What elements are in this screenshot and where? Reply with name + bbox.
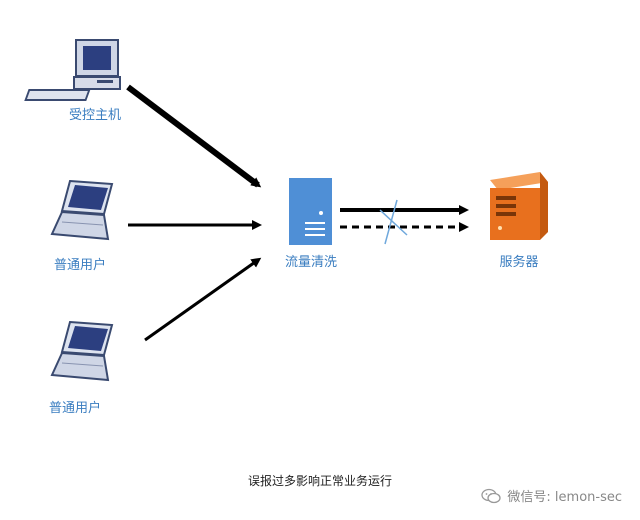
blue-server-icon	[289, 178, 332, 245]
server-label: 服务器	[499, 255, 539, 270]
diagram-caption: 误报过多影响正常业务运行	[247, 474, 393, 488]
normal-user-label-1: 普通用户	[53, 258, 107, 273]
blocked-cross-icon	[379, 199, 408, 245]
orange-server-icon	[490, 172, 548, 240]
desktop-computer-icon	[24, 39, 121, 101]
laptop-icon	[50, 320, 114, 382]
controlled-host-label: 受控主机	[68, 108, 122, 123]
laptop-icon	[50, 179, 114, 241]
user-traffic-arrow-2	[144, 257, 262, 342]
wechat-icon	[481, 488, 502, 503]
watermark-text: 微信号: lemon-sec	[507, 490, 622, 505]
traffic-cleaning-label: 流量清洗	[284, 255, 338, 270]
watermark: 微信号: lemon-sec	[481, 486, 622, 505]
normal-user-label-2: 普通用户	[48, 401, 102, 416]
attack-traffic-arrow	[126, 84, 262, 188]
